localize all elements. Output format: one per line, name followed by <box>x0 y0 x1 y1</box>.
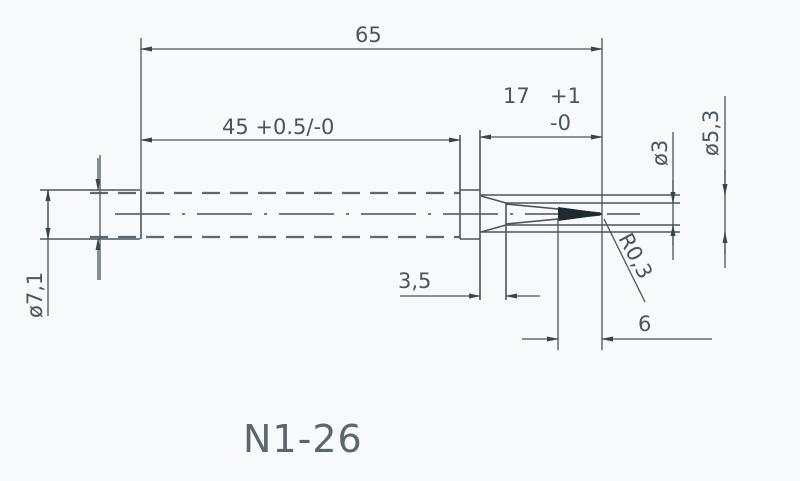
dim-overall-length: 65 <box>140 23 603 52</box>
tip-diameter-label: ø3 <box>648 140 672 166</box>
tip-body <box>480 194 680 300</box>
part-number: N1-26 <box>243 417 363 461</box>
tip-taper-label: 6 <box>638 312 651 336</box>
shank-length-label: 45 +0.5/-0 <box>222 115 334 139</box>
tip-radius-label: R0,3 <box>614 229 658 283</box>
dim-shank-length: 45 +0.5/-0 <box>140 115 461 143</box>
dim-tip-diameter: ø3 <box>648 132 676 260</box>
dim-tip-body-diameter: ø5,3 <box>699 96 728 268</box>
tip-length-tol-lower: -0 <box>550 111 571 135</box>
shank-body <box>40 130 640 300</box>
tip-body-diameter-label: ø5,3 <box>699 110 723 156</box>
tip-length-tol-upper: +1 <box>550 84 581 108</box>
dim-shoulder-width: 3,5 <box>398 269 540 299</box>
tip-point-fill <box>558 207 602 221</box>
dim-tip-length: 17 +1 -0 <box>479 84 603 140</box>
overall-length-label: 65 <box>355 23 382 47</box>
dim-shank-diameter: ø7,1 <box>23 158 101 318</box>
dim-tip-taper: 6 <box>522 312 712 342</box>
shank-diameter-label: ø7,1 <box>23 272 47 318</box>
tip-length-nominal: 17 <box>503 84 530 108</box>
shoulder-width-label: 3,5 <box>398 269 431 293</box>
